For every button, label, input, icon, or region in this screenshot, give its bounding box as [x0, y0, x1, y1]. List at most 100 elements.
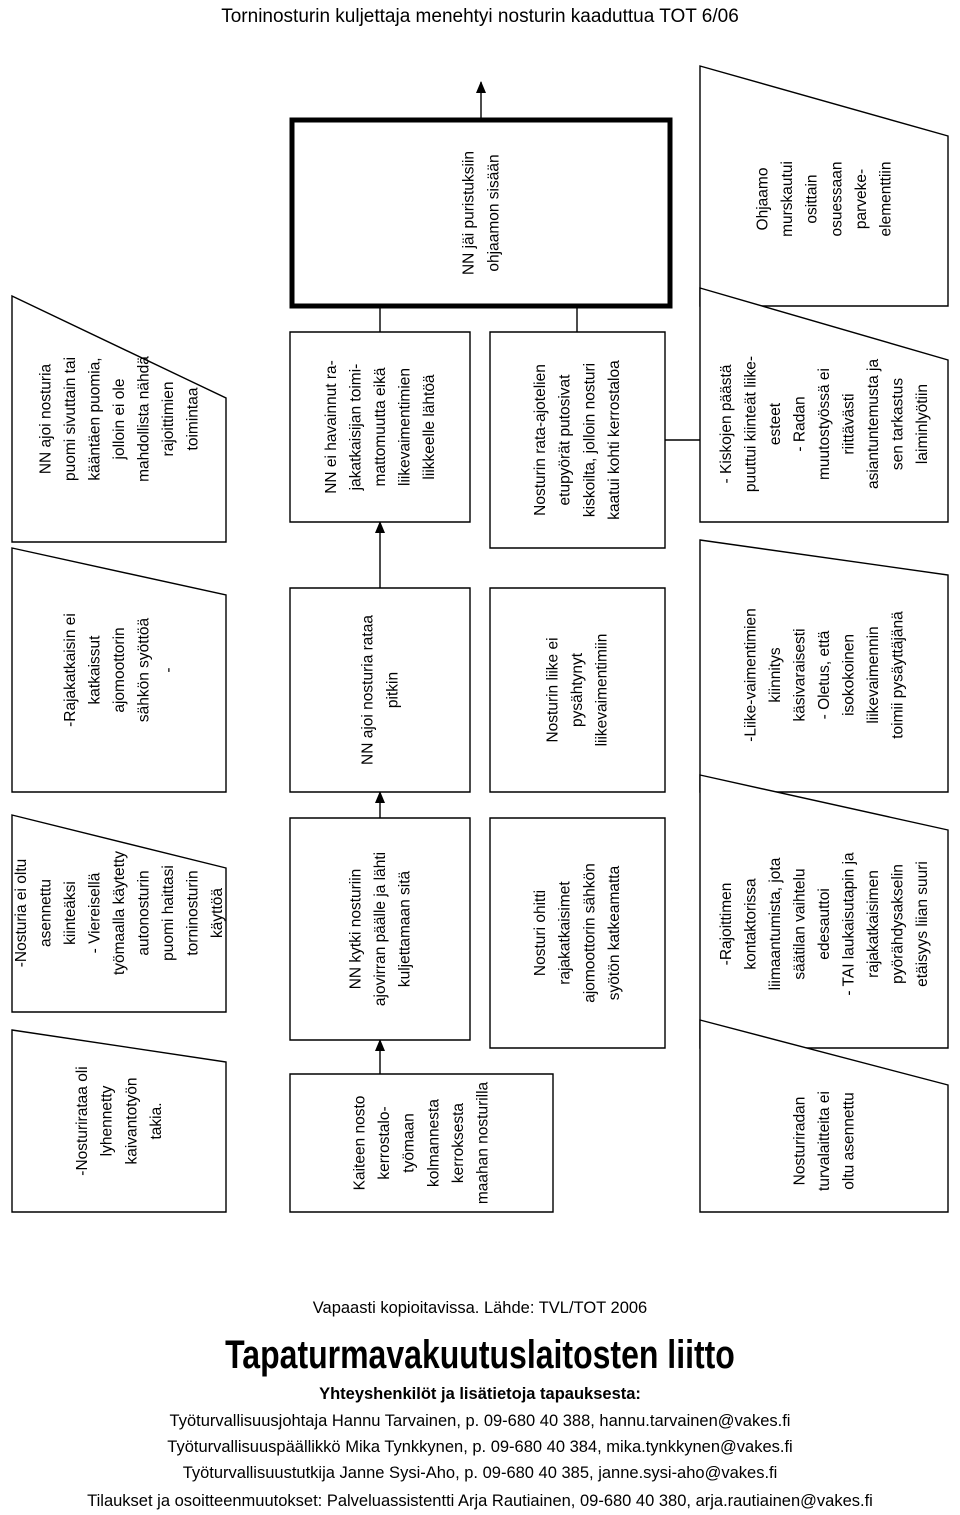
node-text-line: puomi sivuttain tai [62, 357, 79, 481]
contact-line: Työturvallisuustutkija Janne Sysi-Aho, p… [182, 1464, 778, 1482]
copy-note: Vapaasti kopioitavissa. Lähde: TVL/TOT 2… [312, 1299, 648, 1317]
brand-logo-text: Tapaturmavakuutuslaitosten liitto [225, 1333, 735, 1377]
node-text-line: sähkön syöttöä [136, 617, 153, 722]
node-text-line: osuessaan [828, 162, 845, 237]
node-text-line: kontaktorissa [743, 878, 760, 970]
node-text-line: katkaissut [87, 635, 104, 705]
node-text-line: riittävästi [841, 393, 858, 454]
node-box-c3r3 [489, 817, 666, 1049]
contacts-heading: Yhteyshenkilöt ja lisätietoja tapauksest… [319, 1385, 641, 1403]
node-text-line: ajomoottorin sähkön [581, 863, 598, 1003]
node-text-line: - [160, 667, 177, 672]
node-text-c1r2: -Rajakatkaisin ei katkaissut ajomoottorin s… [62, 613, 177, 727]
node-text-line: etupyörät putosivat [557, 374, 574, 506]
node-text-line: -Rajakatkaisin ei [62, 613, 79, 727]
node-box-c2r3 [289, 817, 471, 1041]
node-text-c4r0: Ohjaamo murskautui osittain osuessaan parvek… [755, 161, 895, 237]
node-text-line: esteet [767, 402, 784, 445]
node-text-line: NN kytki nosturiin [348, 869, 365, 990]
node-text-line: -Nosturia ei oltu [13, 859, 30, 968]
node-text-line: pysähtynyt [569, 652, 586, 727]
page-title: Torninosturin kuljettaja menehtyi nostur… [221, 6, 739, 27]
node-text-line: - Viereisellä [87, 872, 104, 953]
node-text-line: laiminlyötiin [914, 384, 931, 464]
node-text-c2r2: NN ajoi nosturia rataa pitkin [360, 615, 402, 765]
node-text-line: työmaalla käytetty [111, 851, 128, 975]
node-text-line: Nosturiradan [792, 1097, 809, 1186]
node-box-c3r2 [489, 587, 666, 793]
node-text-line: käyttöä [209, 888, 226, 938]
node-box-c4r0 [699, 65, 949, 307]
contact-line: Työturvallisuuspäällikkö Mika Tynkkynen,… [167, 1438, 793, 1456]
node-text-line: kiskoilta, jolloin nosturi [581, 363, 598, 517]
node-text-line: pitkin [384, 672, 401, 708]
node-text-line: puomi haittasi [160, 865, 177, 961]
node-text-line: Nosturin rata-ajotelien [532, 364, 549, 516]
node-text-line: liikkeelle lähtöä [421, 374, 438, 479]
node-text-line: ajomoottorin [111, 627, 128, 712]
node-text-line: NN ajoi nosturia rataa [360, 615, 377, 765]
node-text-line: murskautui [779, 161, 796, 237]
node-text-line: kiinteäksi [62, 881, 79, 945]
node-text-c1r3: -Nosturia ei oltu asennettu kiinteäksi - Vi… [13, 851, 226, 975]
node-text-line: NN ajoi nosturia [38, 363, 55, 474]
node-text-line: turvalaitteita ei [816, 1091, 833, 1191]
node-text-line: etäisyys liian suuri [914, 861, 931, 987]
node-text-line: osittain [804, 174, 821, 223]
node-text-line: työmaan [401, 1113, 418, 1172]
node-box-top [289, 117, 673, 309]
node-text-line: parveke- [853, 169, 870, 229]
node-text-line: ajovirran päälle ja lähti [372, 852, 389, 1006]
node-text-line: edesauttoi [816, 888, 833, 960]
node-text-line: -Rajoittimen [718, 883, 735, 966]
node-text-line: kuljettamaan sitä [397, 870, 414, 987]
node-text-c3r1: Nosturin rata-ajotelien etupyörät putosiv… [532, 360, 623, 520]
node-text-line: rajoittimien [160, 382, 177, 457]
node-text-line: asiantuntemusta ja [865, 359, 882, 489]
node-text-line: pyörähdysakselin [890, 864, 907, 984]
node-text-line: maahan nosturilla [474, 1081, 491, 1204]
node-text-line: takia. [148, 1102, 165, 1139]
node-box-c2r4 [289, 1073, 554, 1213]
node-text-line: - Radan [792, 396, 809, 451]
node-text-line: autonosturin [136, 870, 153, 955]
node-text-line: Nosturin liike ei [545, 637, 562, 742]
contact-line: Työturvallisuusjohtaja Hannu Tarvainen, … [169, 1412, 791, 1430]
fault-tree-diagram: NN ajoi nosturia puomi sivuttain tai käänt… [11, 65, 949, 1213]
node-text-line: Nosturi ohitti [532, 890, 549, 976]
node-text-line: - TAI laukaisutapin ja [841, 852, 858, 996]
node-text-line: liikevaimentimiin [594, 634, 611, 747]
node-text-line: kerrostalo- [376, 1106, 393, 1179]
node-box-c1r1 [11, 294, 227, 543]
node-text-line: mattomuutta eikä [372, 367, 389, 486]
node-text-line: liikevaimennin [865, 626, 882, 723]
node-text-line: oltu asennettu [841, 1092, 858, 1189]
node-text-line: Ohjaamo [755, 168, 772, 231]
node-box-c4r1 [699, 287, 949, 523]
node-text-line: -Liike-vaimentimien [743, 608, 760, 742]
node-text-line: elementtiin [877, 162, 894, 237]
node-text-line: kääntäen puomia, [87, 357, 104, 480]
node-box-c4r3 [699, 774, 949, 1049]
node-text-line: säätilan vaihtelu [792, 868, 809, 979]
node-box-c3r1 [489, 331, 666, 549]
orders-line: Tilaukset ja osoitteenmuutokset: Palvelu… [87, 1492, 873, 1510]
node-box-c1r3 [11, 814, 227, 1013]
node-box-c4r4 [699, 1019, 949, 1213]
node-text-line: liimaantumista, jota [767, 857, 784, 990]
node-box-c4r2 [699, 539, 949, 793]
node-box-c2r2 [289, 587, 471, 793]
node-text-line: rajakatkaisimen [865, 870, 882, 978]
node-text-line: torninosturin [185, 870, 202, 955]
node-text-line: - Oletus, että [816, 630, 833, 719]
node-text-line: isokokoinen [841, 634, 858, 716]
node-text-c4r3: -Rajoittimen kontaktorissa liimaantumista,… [718, 852, 931, 996]
node-text-line: toimii pysäyttäjänä [890, 611, 907, 739]
node-text-line: asennettu [38, 879, 55, 947]
node-box-c1r2 [11, 547, 227, 793]
